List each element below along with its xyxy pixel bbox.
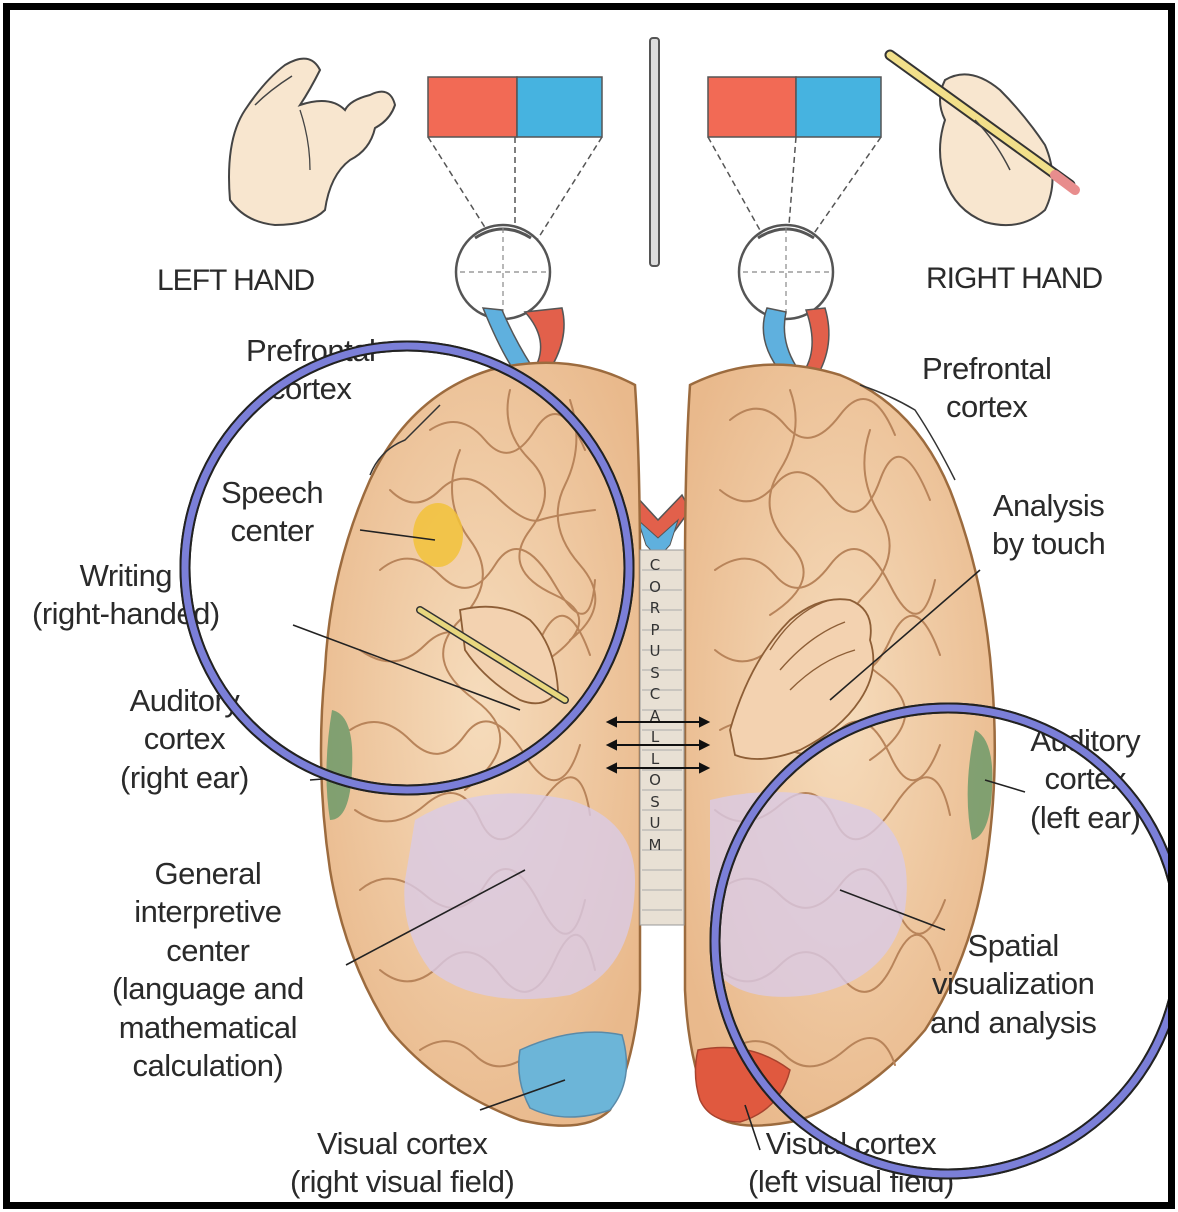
prefrontal-right-label: Prefrontal cortex — [922, 350, 1051, 427]
visual-left-label: Visual cortex (right visual field) — [290, 1125, 514, 1202]
prefrontal-left-label: Prefrontal cortex — [246, 332, 375, 409]
speech-center-region — [413, 503, 463, 567]
right-hand-label: RIGHT HAND — [926, 260, 1102, 297]
corpus-callosum-letter: U — [646, 641, 664, 663]
corpus-callosum-letter: C — [646, 555, 664, 577]
left-eye-icon — [456, 225, 550, 319]
analysis-touch-label: Analysis by touch — [992, 487, 1105, 564]
corpus-callosum-letter: L — [646, 727, 664, 749]
corpus-callosum-letter: O — [646, 577, 664, 599]
corpus-callosum-letter: O — [646, 770, 664, 792]
left-hand-icon — [229, 59, 395, 225]
corpus-callosum-letter: C — [646, 684, 664, 706]
corpus-callosum-letter: P — [646, 620, 664, 642]
spatial-label: Spatial visualization and analysis — [930, 927, 1096, 1042]
corpus-callosum-letter: S — [646, 792, 664, 814]
auditory-left-label: Auditory cortex (right ear) — [120, 682, 249, 797]
general-interpretive-label: General interpretive center (language an… — [112, 855, 304, 1086]
corpus-callosum-letter: U — [646, 813, 664, 835]
left-hand-label: LEFT HAND — [157, 262, 314, 299]
interpretive-region — [404, 793, 635, 999]
visual-right-label: Visual cortex (left visual field) — [748, 1125, 954, 1202]
corpus-callosum-letter: M — [646, 835, 664, 857]
writing-label: Writing (right-handed) — [32, 557, 220, 634]
auditory-right-label: Auditory cortex (left ear) — [1030, 722, 1140, 837]
speech-center-label: Speech center — [221, 474, 323, 551]
corpus-callosum-letter: S — [646, 663, 664, 685]
corpus-callosum-letter: R — [646, 598, 664, 620]
diagram-frame: LEFT HAND RIGHT HAND Prefrontal cortex P… — [3, 3, 1175, 1209]
corpus-callosum-letter: A — [646, 706, 664, 728]
divider-bar — [650, 38, 659, 266]
corpus-callosum-letter: L — [646, 749, 664, 771]
right-hand-pencil-icon — [890, 55, 1075, 225]
visual-cortex-region-left — [519, 1032, 627, 1117]
right-eye-icon — [739, 225, 833, 319]
